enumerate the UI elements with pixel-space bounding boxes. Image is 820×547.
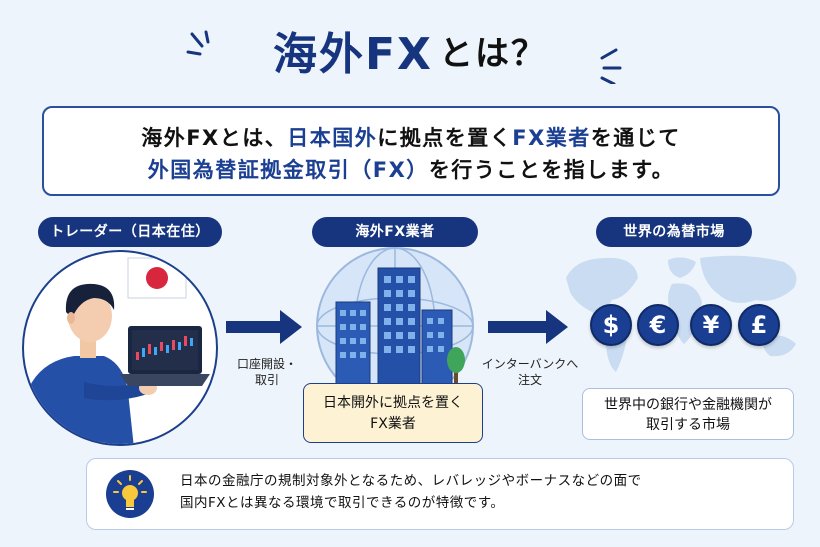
definition-text: 海外FXとは、 bbox=[141, 126, 288, 150]
trader-label: トレーダー（日本在住） bbox=[38, 217, 222, 247]
broker-buildings-illustration bbox=[316, 247, 474, 394]
trader-illustration bbox=[22, 250, 218, 446]
definition-highlight: 日本国外 bbox=[287, 126, 378, 150]
office-building-icon bbox=[335, 267, 453, 394]
lightbulb-icon bbox=[106, 470, 154, 518]
title-sub: とは？ bbox=[438, 33, 547, 74]
note-text: 日本の金融庁の規制対象外となるため、レバレッジやボーナスなどの面で 国内FXとは… bbox=[180, 473, 642, 511]
definition-highlight: 外国為替証拠金取引（FX） bbox=[147, 158, 429, 182]
arrow-label-interbank: インターバンクへ 注文 bbox=[481, 357, 579, 387]
market-label: 世界の為替市場 bbox=[596, 217, 752, 247]
euro-coin-icon: € bbox=[637, 304, 679, 346]
tree-icon bbox=[447, 347, 465, 384]
title-main: 海外FX bbox=[273, 29, 433, 80]
dollar-coin-icon: $ bbox=[590, 304, 632, 346]
broker-caption: 日本開外に拠点を置く FX業者 bbox=[303, 383, 483, 443]
definition-text: を行うことを指します。 bbox=[428, 158, 675, 182]
laptop-icon bbox=[120, 326, 210, 386]
arrow-right-icon bbox=[226, 310, 302, 344]
note-box bbox=[86, 458, 794, 530]
market-caption: 世界中の銀行や金融機関が 取引する市場 bbox=[582, 388, 794, 440]
pound-coin-icon: £ bbox=[738, 304, 780, 346]
arrow-right-icon bbox=[488, 310, 568, 344]
definition-line-1: 海外FXとは、日本国外に拠点を置くFX業者を通じて bbox=[44, 122, 778, 154]
japan-flag-icon bbox=[127, 257, 187, 299]
definition-text: を通じて bbox=[590, 126, 681, 150]
arrow-label-open-account: 口座開設・ 取引 bbox=[236, 357, 297, 387]
yen-coin-icon: ¥ bbox=[690, 304, 732, 346]
definition-line-2: 外国為替証拠金取引（FX）を行うことを指します。 bbox=[44, 154, 778, 186]
sparkle-right-icon bbox=[600, 48, 622, 84]
definition-highlight: FX業者 bbox=[512, 126, 591, 150]
definition-text: に拠点を置く bbox=[377, 126, 513, 150]
definition-box: 海外FXとは、日本国外に拠点を置くFX業者を通じて 外国為替証拠金取引（FX）を… bbox=[42, 106, 780, 196]
broker-label: 海外FX業者 bbox=[312, 217, 478, 247]
sparkle-left-icon bbox=[186, 30, 210, 56]
